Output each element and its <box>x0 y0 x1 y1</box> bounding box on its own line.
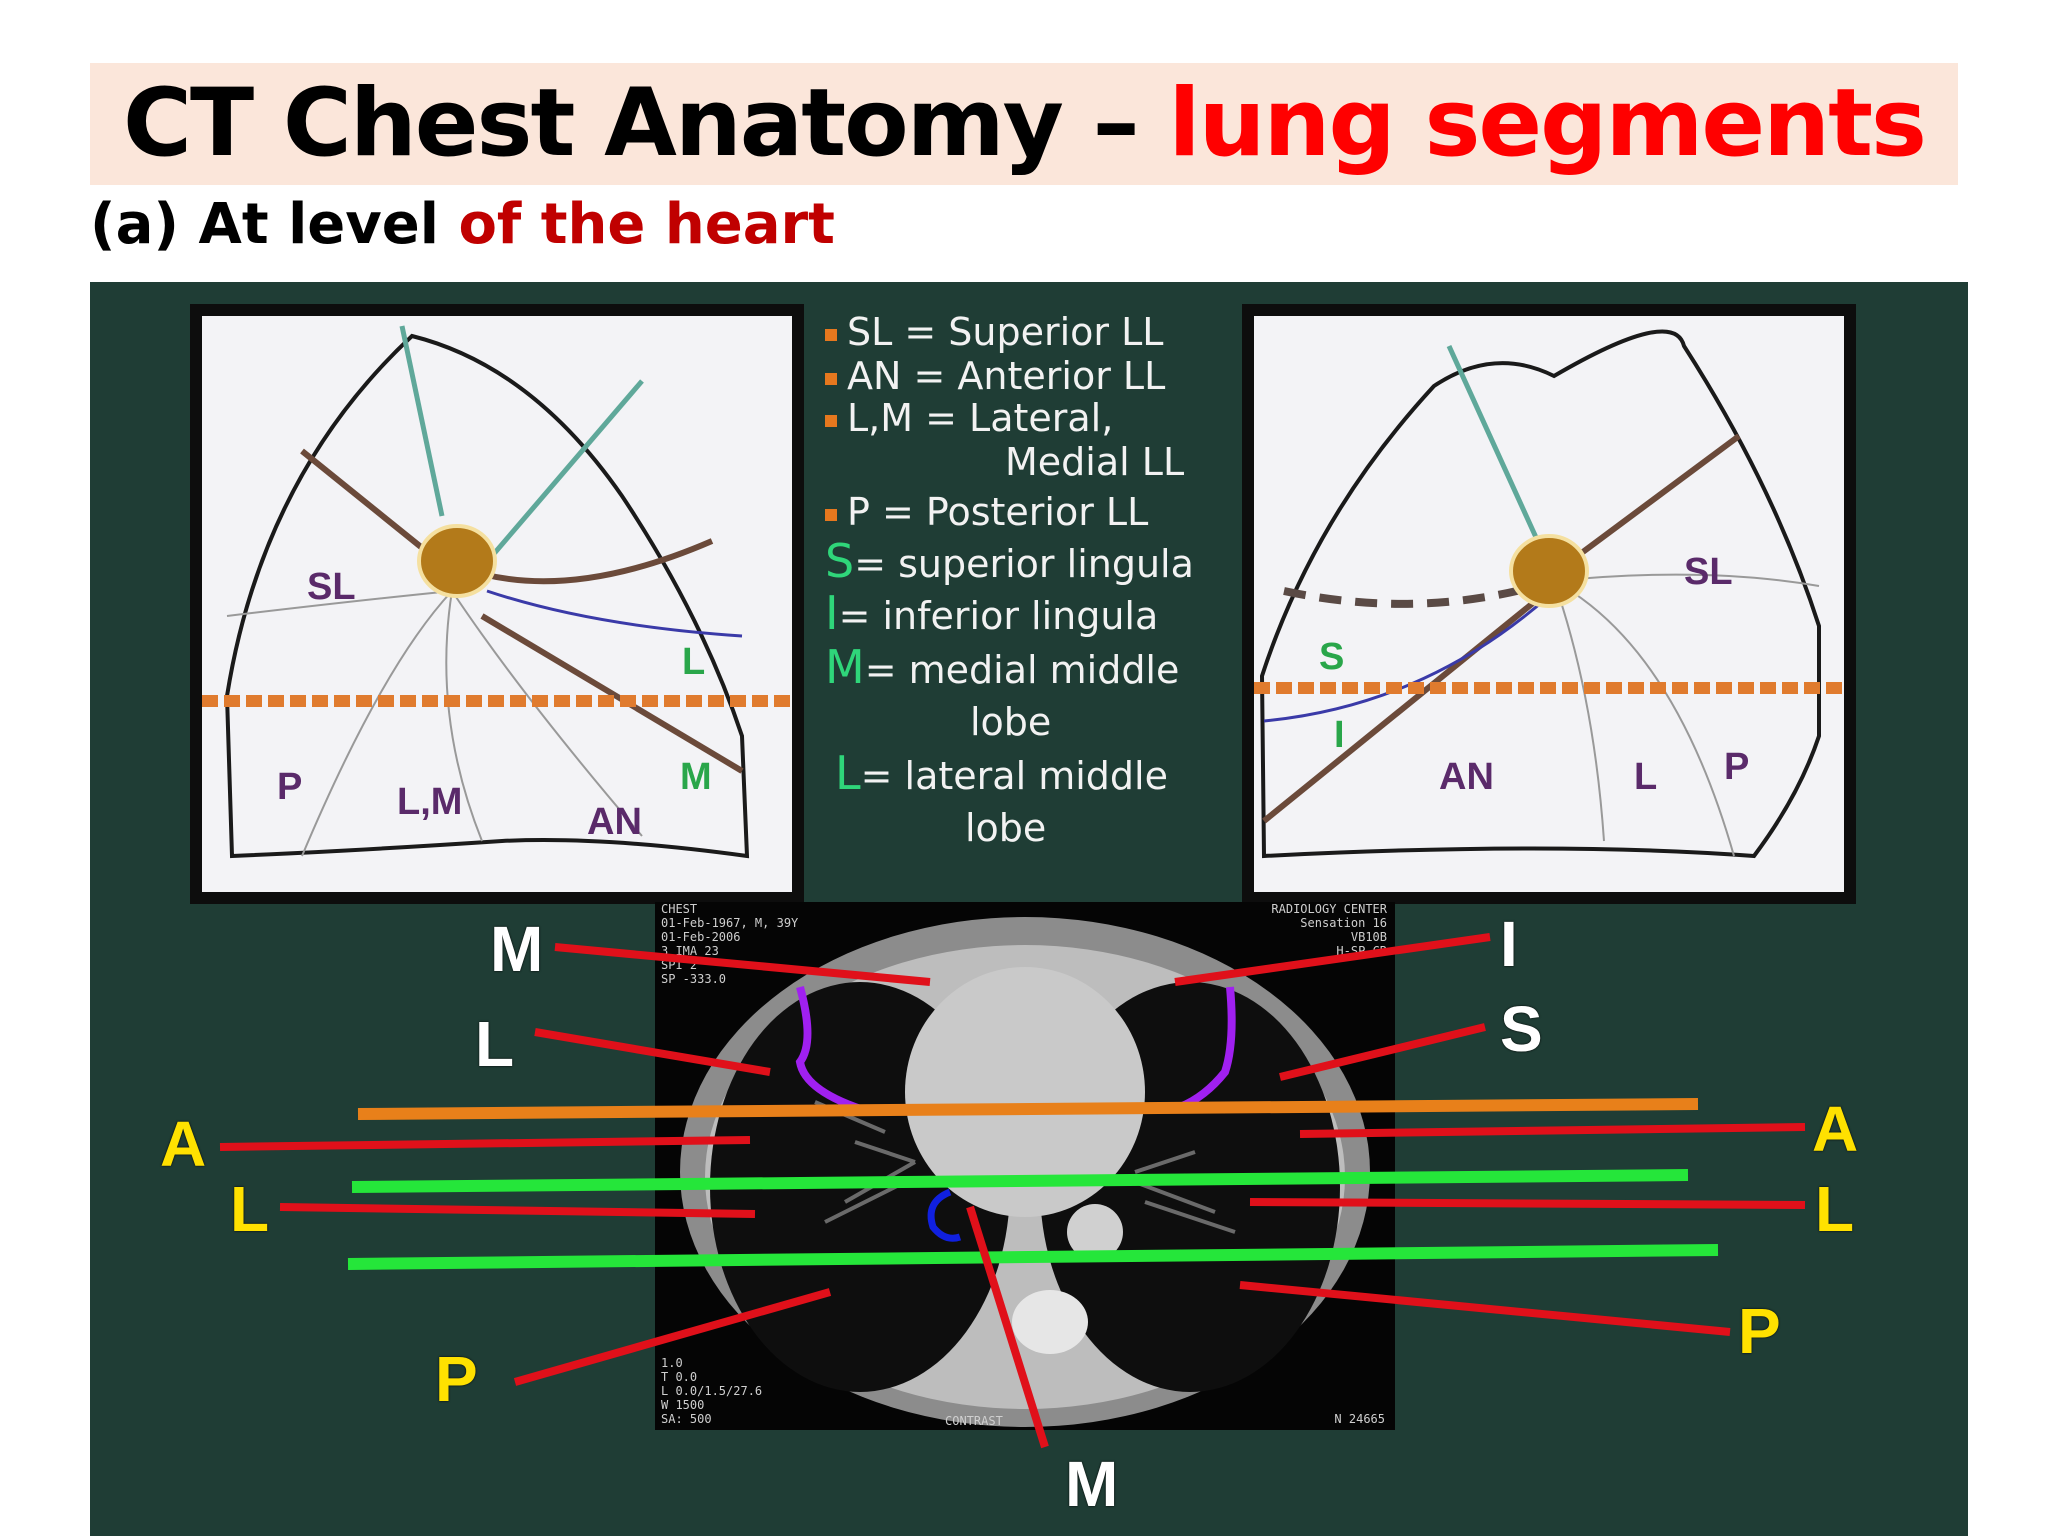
left-lung-outline <box>224 333 750 859</box>
annot-i-right: I <box>1500 908 1518 980</box>
right-label-sl: SL <box>1684 551 1733 593</box>
legend-row: M= medial middle <box>825 640 1180 694</box>
subtitle-main: (a) At level <box>90 192 459 257</box>
ct-heart <box>905 967 1145 1217</box>
left-label-l: L <box>682 641 706 683</box>
right-thin-line-3 <box>1553 573 1820 587</box>
page-subtitle: (a) At level of the heart <box>90 190 835 260</box>
ct-scan-image: CHEST 01-Feb-1967, M, 39Y 01-Feb-2006 3 … <box>655 902 1395 1430</box>
legend-row: L,M = Lateral, <box>825 396 1113 440</box>
red-line-p-right <box>1239 1281 1731 1336</box>
subtitle-accent: of the heart <box>458 192 835 257</box>
left-label-an: AN <box>587 801 642 843</box>
left-hilum <box>417 524 497 598</box>
left-teal-fissure-2 <box>490 379 644 558</box>
right-lung-diagram: SL S I AN L P <box>1242 304 1856 904</box>
right-teal-fissure <box>1446 344 1552 568</box>
left-thin-line-1 <box>226 590 453 617</box>
red-line-p-left <box>513 1288 832 1386</box>
annot-l2-right: L <box>1815 1173 1855 1245</box>
ct-info-bottomright: N 24665 <box>1334 1412 1385 1426</box>
ct-purple-right <box>1178 986 1236 1111</box>
green-line-2 <box>347 1244 1719 1270</box>
red-line-a-left <box>219 1136 751 1151</box>
left-thin-line-3 <box>445 590 483 842</box>
ct-info-bottom: CONTRAST <box>945 1414 1003 1428</box>
right-label-l: L <box>1634 756 1658 798</box>
red-line-m-bottom <box>966 1205 1049 1449</box>
title-main: CT Chest Anatomy – <box>123 69 1169 178</box>
legend-row: AN = Anterior LL <box>825 354 1165 398</box>
orange-level-line <box>357 1098 1699 1120</box>
left-brown-fissure-3 <box>480 613 744 774</box>
legend-bullet <box>825 508 837 521</box>
legend-row: S= superior lingula <box>825 534 1194 588</box>
right-brown-fissure-1 <box>1562 433 1741 569</box>
ct-aorta <box>1067 1204 1123 1260</box>
annot-a-right: A <box>1812 1093 1859 1165</box>
left-thin-line-2 <box>301 590 453 857</box>
annotation-lines <box>219 933 1806 1449</box>
legend-row: lobe <box>970 700 1052 744</box>
annot-m-bottom: M <box>1065 1448 1119 1520</box>
left-lung-svg <box>202 325 792 859</box>
legend-row: L= lateral middle <box>835 746 1168 800</box>
right-lung-svg <box>1254 329 1844 859</box>
legend-row: P = Posterior LL <box>825 490 1148 534</box>
annot-p-right: P <box>1738 1295 1781 1367</box>
left-teal-fissure-1 <box>399 325 445 517</box>
right-label-s: S <box>1319 636 1345 678</box>
left-label-p: P <box>277 766 303 808</box>
legend-row: I= inferior lingula <box>825 586 1159 640</box>
title-band <box>90 63 1958 185</box>
ct-spine <box>1012 1290 1088 1354</box>
annot-m-left: M <box>490 913 544 985</box>
legend-bullet <box>825 414 837 427</box>
left-label-lm: L,M <box>397 781 463 823</box>
legend-bullet <box>825 372 837 385</box>
right-label-p: P <box>1724 746 1750 788</box>
annot-l2-left: L <box>230 1173 270 1245</box>
red-line-m-left <box>554 943 931 986</box>
red-line-l2-right <box>1249 1198 1806 1209</box>
slide-figure: SL L M P L,M AN SL = Superior LL AN = An… <box>90 282 1968 1536</box>
right-thin-line-1 <box>1553 580 1605 842</box>
green-line-1 <box>351 1169 1689 1193</box>
left-lung-diagram: SL L M P L,M AN <box>190 304 804 904</box>
annot-p-left: P <box>435 1343 478 1415</box>
right-brown-dash <box>1283 577 1556 608</box>
red-line-i-right <box>1174 933 1491 986</box>
red-line-l2-left <box>279 1203 756 1218</box>
left-blue-fissure <box>486 589 743 638</box>
right-brown-fissure-2 <box>1262 583 1556 824</box>
ct-purple-left <box>795 985 872 1116</box>
right-label-i: I <box>1334 714 1345 756</box>
annot-a-left: A <box>160 1108 207 1180</box>
right-lung-outline <box>1259 329 1821 859</box>
red-line-l-left <box>534 1028 771 1076</box>
annot-l-left: L <box>475 1008 515 1080</box>
legend-bullet <box>825 328 837 341</box>
ct-blue-mark <box>927 1188 962 1242</box>
ct-scan-svg <box>680 917 1370 1427</box>
ct-info-bottomleft: 1.0 T 0.0 L 0.0/1.5/27.6 W 1500 SA: 500 <box>661 1356 763 1426</box>
red-line-s-right <box>1279 1023 1486 1081</box>
left-label-m: M <box>680 756 712 798</box>
legend-row: SL = Superior LL <box>825 310 1163 354</box>
page-title: CT Chest Anatomy – lung segments <box>90 63 1958 185</box>
legend-row: Medial LL <box>1005 440 1185 484</box>
legend-row: lobe <box>965 806 1047 850</box>
annot-s-right: S <box>1500 993 1543 1065</box>
ct-info-topleft: CHEST 01-Feb-1967, M, 39Y 01-Feb-2006 3 … <box>661 902 799 986</box>
title-accent: lung segments <box>1168 69 1927 178</box>
left-label-sl: SL <box>307 566 356 608</box>
red-line-a-right <box>1299 1123 1806 1138</box>
right-label-an: AN <box>1439 756 1494 798</box>
ct-vessels-right <box>1134 1150 1236 1234</box>
right-hilum <box>1509 534 1589 608</box>
